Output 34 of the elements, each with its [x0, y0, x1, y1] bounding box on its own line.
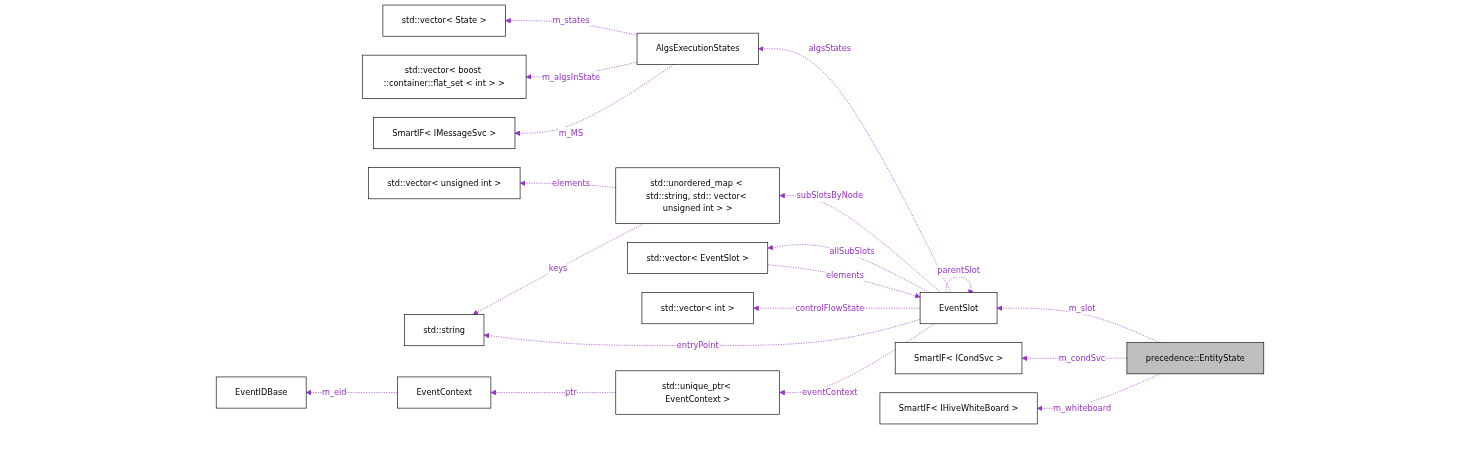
edge-label: subSlotsByNode: [796, 190, 864, 201]
node-box: EventSlot: [919, 292, 998, 325]
edge-label: algsStates: [808, 43, 852, 54]
edge-label: parentSlot: [937, 265, 980, 276]
edge-label: m_condSvc: [1058, 353, 1106, 363]
node-box: precedence::EntityState: [1126, 342, 1265, 375]
edge-label: eventContext: [802, 387, 858, 398]
node-box: std::vector< EventSlot >: [627, 242, 769, 274]
node-box: std::vector< int >: [641, 292, 754, 325]
edge-label: keys: [548, 263, 568, 273]
node-box: std::unique_ptr< EventContext >: [615, 370, 780, 415]
edge-label: m_whiteboard: [1052, 403, 1112, 413]
edge-label: entryPoint: [676, 340, 719, 351]
edge-label: controlFlowState: [795, 303, 865, 313]
node-box: std::unordered_map < std::string, std:: vector< unsigned int > >: [615, 167, 780, 224]
node-box: SmartIF< ICondSvc >: [894, 342, 1023, 375]
node-box: AlgsExecutionStates: [636, 32, 759, 65]
node-box: std::vector< boost ::container::flat_set < int > >: [361, 54, 527, 99]
node-box: EventContext: [397, 376, 492, 409]
edge-label: allSubSlots: [829, 246, 875, 256]
node-box: std::vector< unsigned int >: [368, 167, 521, 200]
edge-label: elements: [825, 270, 865, 280]
edge-label: m_eid: [321, 387, 347, 398]
node-box: std::string: [404, 314, 485, 347]
edge-label: m_slot: [1068, 303, 1096, 313]
node-box: SmartIF< IHiveWhiteBoard >: [879, 392, 1038, 425]
node-box: SmartIF< IMessageSvc >: [373, 117, 516, 150]
edge-label: elements: [551, 178, 590, 188]
edge-label: ptr: [565, 387, 577, 398]
node-box: std::vector< State >: [382, 4, 506, 37]
node-box: EventIDBase: [215, 376, 307, 409]
edge-label: m_algsInState: [541, 72, 601, 82]
edge-label: m_MS: [558, 128, 584, 138]
edge-label: m_states: [552, 15, 590, 26]
